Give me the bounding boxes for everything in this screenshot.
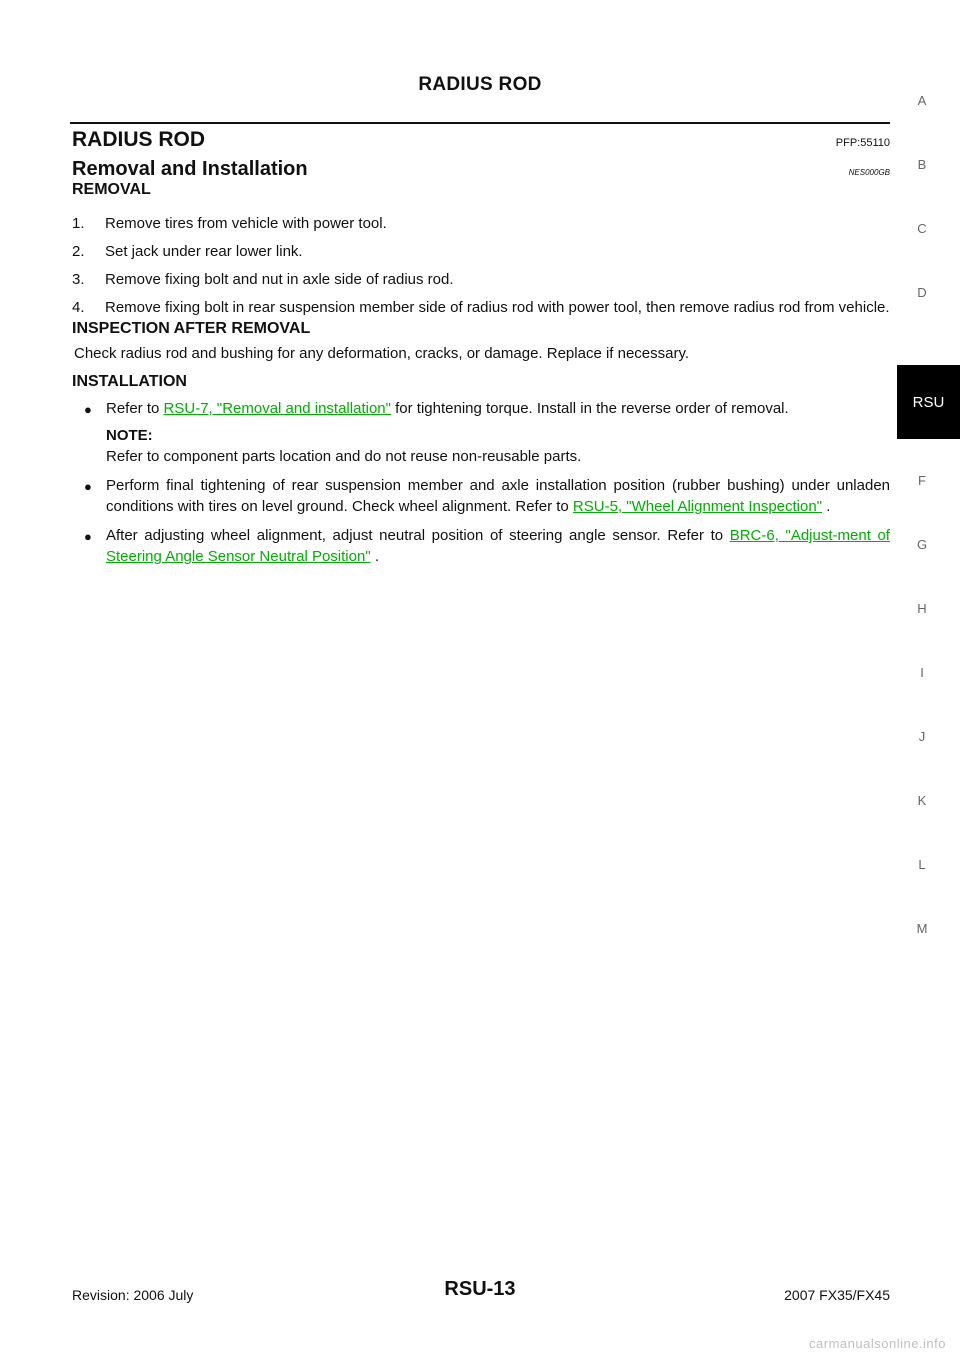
note-label: NOTE:	[106, 427, 153, 444]
link-rsu-7-removal-installation[interactable]: RSU-7, "Removal and installation"	[163, 400, 391, 417]
link-rsu-5-wheel-alignment[interactable]: RSU-5, "Wheel Alignment Inspection"	[572, 498, 823, 515]
step-number: 1.	[72, 215, 85, 232]
bullet-icon: ●	[84, 529, 92, 544]
removal-step: 2. Set jack under rear lower link.	[72, 241, 890, 262]
side-index-g[interactable]: G	[916, 537, 928, 552]
inspection-section: INSPECTION AFTER REMOVAL Check radius ro…	[72, 318, 890, 364]
removal-step: 4. Remove fixing bolt in rear suspension …	[72, 297, 890, 318]
removal-section: REMOVAL 1. Remove tires from vehicle with…	[72, 179, 890, 325]
inspection-heading: INSPECTION AFTER REMOVAL	[72, 320, 311, 337]
note-block: NOTE: Refer to component parts location …	[72, 425, 890, 467]
side-index-i[interactable]: I	[920, 665, 924, 680]
bullet-text: .	[370, 548, 379, 565]
installation-heading: INSTALLATION	[72, 373, 187, 390]
installation-bullet: ● Perform final tightening of rear suspe…	[72, 475, 890, 517]
footer-revision: Revision: 2006 July	[72, 1287, 194, 1303]
side-index-a[interactable]: A	[917, 93, 927, 108]
installation-bullets-2: ● Perform final tightening of rear suspe…	[72, 475, 890, 567]
step-number: 4.	[72, 299, 85, 316]
step-text: Remove tires from vehicle with power too…	[105, 215, 387, 232]
bullet-icon: ●	[84, 479, 92, 494]
installation-bullet: ● After adjusting wheel alignment, adjus…	[72, 525, 890, 567]
bullet-text: Perform final tightening of rear suspens…	[106, 477, 890, 515]
step-number: 3.	[72, 271, 85, 288]
removal-steps: 1. Remove tires from vehicle with power t…	[72, 213, 890, 318]
subsection-code: NES000GB	[848, 168, 890, 177]
side-index-c[interactable]: C	[917, 221, 927, 236]
note-text: Refer to component parts location and do…	[106, 448, 582, 465]
link-brc-6-steering-angle-sensor[interactable]: BRC-6, "Adjust-ment of Steering Angle Se…	[106, 527, 890, 565]
installation-bullet: ● Refer to RSU-7, "Removal and installat…	[72, 398, 890, 419]
bullet-text: After adjusting wheel alignment, adjust …	[106, 527, 730, 544]
subsection-title: Removal and Installation	[72, 158, 308, 180]
installation-bullets: ● Refer to RSU-7, "Removal and installat…	[72, 398, 890, 419]
pfp-code: PFP:55110	[835, 137, 890, 149]
footer-model: 2007 FX35/FX45	[784, 1287, 890, 1303]
footer-page-number: RSU-13	[444, 1278, 516, 1300]
removal-step: 3. Remove fixing bolt and nut in axle sid…	[72, 269, 890, 290]
side-index-l[interactable]: L	[918, 857, 926, 872]
side-index-m[interactable]: M	[916, 921, 928, 936]
removal-heading: REMOVAL	[72, 181, 151, 198]
section-title: RADIUS ROD	[72, 128, 206, 151]
step-text: Remove fixing bolt and nut in axle side …	[105, 271, 454, 288]
side-index-d[interactable]: D	[917, 285, 927, 300]
side-index-k[interactable]: K	[917, 793, 927, 808]
side-index-f[interactable]: F	[918, 473, 926, 488]
subsection-title-row: Removal and Installation NES000GB	[72, 158, 890, 181]
bullet-icon: ●	[84, 402, 92, 417]
step-text: Remove fixing bolt in rear suspension me…	[105, 299, 890, 316]
side-index-j[interactable]: J	[918, 729, 926, 744]
step-text: Set jack under rear lower link.	[105, 243, 303, 260]
removal-step: 1. Remove tires from vehicle with power t…	[72, 213, 890, 234]
bullet-text: .	[822, 498, 831, 515]
bullet-text: Refer to	[106, 400, 164, 417]
side-index-rsu-active[interactable]: RSU	[897, 365, 960, 439]
section-title-row: RADIUS ROD PFP:55110	[72, 128, 890, 152]
header-rule	[70, 122, 890, 124]
bullet-text: for tightening torque. Install in the re…	[390, 400, 789, 417]
inspection-text: Check radius rod and bushing for any def…	[74, 345, 690, 362]
side-index-b[interactable]: B	[917, 157, 927, 172]
page-header-title: RADIUS ROD	[418, 74, 542, 95]
side-index-h[interactable]: H	[917, 601, 927, 616]
watermark-text: carmanualsonline.info	[809, 1336, 946, 1351]
step-number: 2.	[72, 243, 85, 260]
installation-section: INSTALLATION ● Refer to RSU-7, "Removal …	[72, 371, 890, 575]
